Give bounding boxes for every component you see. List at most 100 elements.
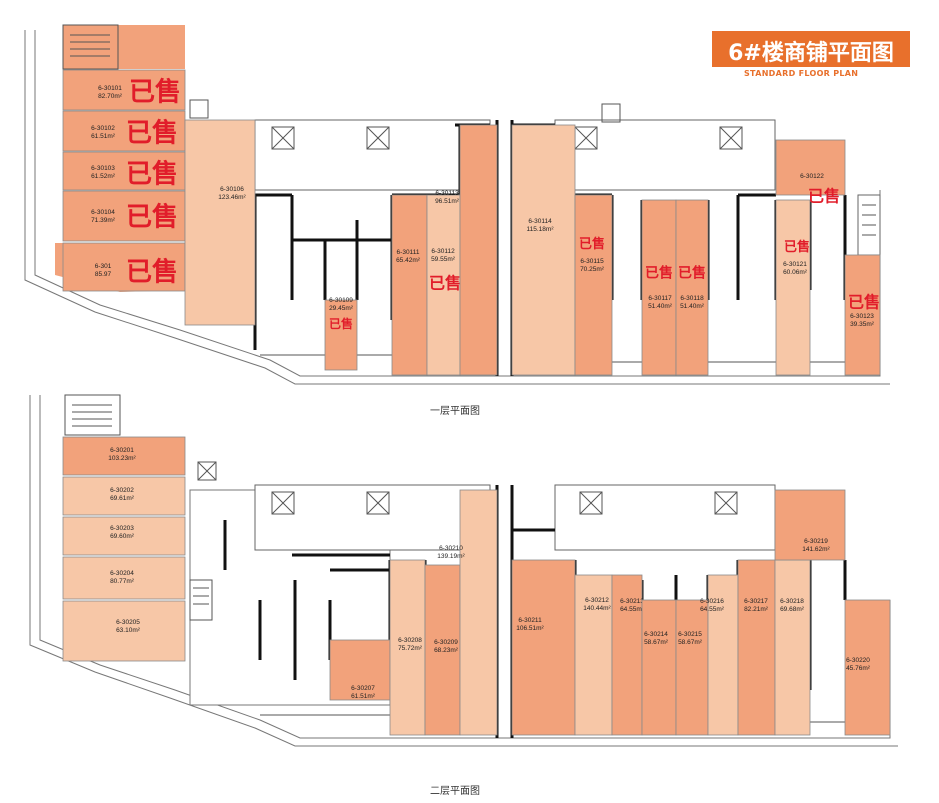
unit-shape (707, 574, 739, 736)
unit-area-label: 80.77m² (110, 578, 135, 585)
sold-stamp: 已售 (645, 265, 673, 282)
unit-shape (184, 119, 256, 326)
sold-stamp: 已售 (429, 273, 461, 292)
unit-id-label: 6-30117 (648, 295, 672, 302)
unit-id-label: 6-30123 (850, 313, 874, 320)
unit-shape (611, 574, 643, 736)
unit-id-label: 6-30205 (116, 619, 140, 626)
unit-id-label: 6-30104 (91, 209, 115, 216)
unit-area-label: 68.23m² (434, 647, 459, 654)
unit-area-label: 123.46m² (218, 194, 246, 201)
unit-area-label: 75.72m² (398, 645, 423, 652)
unit-shape (389, 559, 426, 736)
unit-area-label: 140.44m² (583, 605, 611, 612)
unit-area-label: 58.67m² (644, 639, 669, 646)
unit-area-label: 96.51m² (435, 198, 460, 205)
unit-shape (62, 110, 186, 152)
unit-area-label: 85.97 (95, 271, 112, 278)
unit-shape (62, 190, 186, 242)
unit-id-label: 6-30115 (580, 258, 604, 265)
unit-id-label: 6-30112 (431, 248, 455, 255)
unit-shape (737, 559, 776, 736)
unit-shape (774, 559, 811, 736)
unit-shape (62, 476, 186, 516)
unit-shape (675, 599, 709, 736)
unit-area-label: 71.39m² (91, 217, 116, 224)
unit-area-label: 61.52m² (91, 173, 116, 180)
unit-shape (775, 199, 811, 376)
unit-shape (62, 516, 186, 556)
unit-area-label: 69.60m² (110, 533, 135, 540)
unit-id-label: 6-30209 (434, 639, 458, 646)
unit-area-label: 51.40m² (648, 303, 673, 310)
unit-shape (511, 559, 576, 736)
unit-area-label: 65.42m² (396, 257, 421, 264)
unit-area-label: 70.25m² (580, 266, 605, 273)
unit-id-label: 6-30207 (351, 685, 375, 692)
unit-shape (62, 69, 186, 111)
unit-id-label: 6-30109 (329, 297, 353, 304)
unit-area-label: 61.51m² (91, 133, 116, 140)
unit-area-label: 139.19m² (437, 553, 465, 560)
unit-area-label: 51.40m² (680, 303, 705, 310)
unit-shape (844, 599, 891, 736)
unit-area-label: 61.51m² (351, 693, 376, 700)
unit-area-label: 39.35m² (850, 321, 875, 328)
unit-id-label: 6-30118 (680, 295, 704, 302)
unit-id-label: 6-30122 (800, 173, 824, 180)
sold-stamp: 已售 (126, 256, 178, 287)
unit-id-label: 6-30201 (110, 447, 134, 454)
unit-area-label: 106.51m² (516, 625, 544, 632)
title-badge: 6#楼商铺平面图 (712, 31, 910, 67)
floor-1-caption: 一层平面图 (430, 406, 480, 417)
unit-id-label: 6-30204 (110, 570, 134, 577)
unit-area-label: 69.68m² (780, 606, 805, 613)
unit-id-label: 6-30213 (620, 598, 644, 605)
unit-shape (391, 194, 428, 376)
unit-shape (62, 600, 186, 662)
unit-id-label: 6-30106 (220, 186, 244, 193)
unit-area-label: 60.06m² (783, 269, 808, 276)
unit-shape (775, 139, 846, 196)
unit-area-label: 58.67m² (678, 639, 703, 646)
unit-shape (574, 574, 613, 736)
unit-id-label: 6-30218 (780, 598, 804, 605)
